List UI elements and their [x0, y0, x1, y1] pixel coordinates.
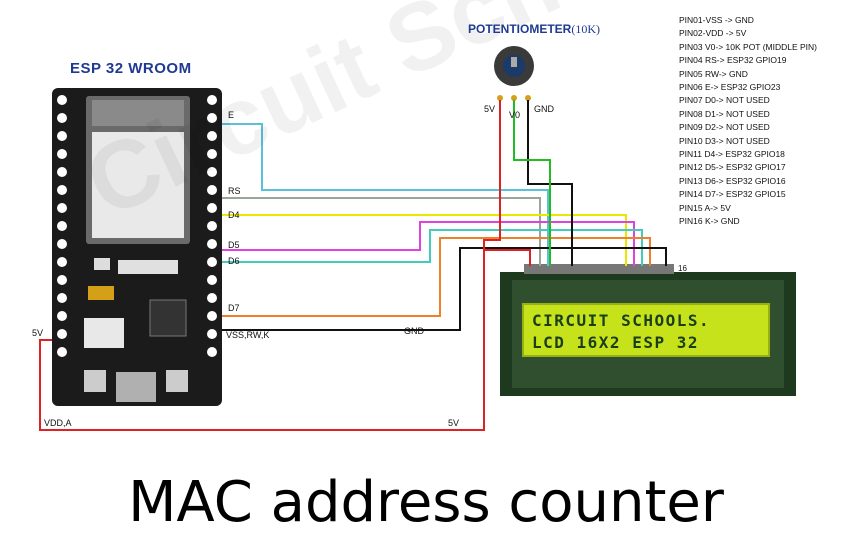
- pin-map-item: PIN13 D6-> ESP32 GPIO16: [679, 175, 786, 186]
- label-vdd-a: VDD,A: [44, 418, 72, 428]
- label-rs: RS: [228, 186, 241, 196]
- pin-map-item: PIN02-VDD -> 5V: [679, 28, 747, 39]
- label-5v-bottom: 5V: [448, 418, 460, 428]
- label-d7: D7: [228, 303, 240, 313]
- pot-gnd-label: GND: [534, 104, 554, 114]
- lcd-pin1-label: 1: [512, 264, 517, 273]
- wire-pot-v0: [513, 100, 551, 266]
- antenna-area: [92, 100, 184, 126]
- lcd-screen: CIRCUIT SCHOOLS. LCD 16X2 ESP 32: [522, 303, 770, 357]
- lcd-line-2: LCD 16X2 ESP 32: [532, 333, 699, 352]
- pin-map-item: PIN08 D1-> NOT USED: [679, 108, 770, 119]
- pin-map-list: PIN01-VSS -> GND PIN02-VDD -> 5V PIN03 V…: [679, 14, 817, 229]
- pin-map-item: PIN09 D2-> NOT USED: [679, 122, 770, 133]
- knob-mark: [511, 57, 517, 67]
- potentiometer-title: POTENTIOMETER(10K): [468, 22, 601, 36]
- pin-map-item: PIN07 D0-> NOT USED: [679, 95, 770, 106]
- label-d6: D6: [228, 256, 240, 266]
- lcd-header: [524, 264, 674, 274]
- label-d5: D5: [228, 240, 240, 250]
- label-e: E: [228, 110, 235, 120]
- lcd-pin16-label: 16: [678, 264, 687, 273]
- usb-port: [116, 372, 156, 402]
- chip: [149, 299, 187, 337]
- wire-rs: [222, 197, 541, 266]
- label-d4: D4: [228, 210, 240, 220]
- caption: MAC address counter: [128, 470, 724, 535]
- pin-map-item: PIN06 E-> ESP32 GPIO23: [679, 82, 781, 93]
- label-vss-rw-k: VSS,RW,K: [226, 330, 270, 340]
- boot-button: [166, 370, 188, 392]
- pot-5v-label: 5V: [484, 104, 496, 114]
- wire-vdd: [484, 249, 531, 266]
- pin-map-item: PIN12 D5-> ESP32 GPIO17: [679, 162, 786, 173]
- pin-map-item: PIN11 D4-> ESP32 GPIO18: [679, 149, 785, 160]
- en-button: [84, 370, 106, 392]
- regulator: [84, 318, 124, 348]
- label-gnd: GND: [404, 326, 424, 336]
- pin-map-item: PIN01-VSS -> GND: [679, 15, 754, 25]
- wire-5v: [39, 100, 501, 431]
- pin-map-item: PIN04 RS-> ESP32 GPIO19: [679, 55, 787, 66]
- wires: [39, 100, 667, 431]
- component: [94, 258, 110, 270]
- pin-map-item: PIN16 K-> GND: [679, 216, 740, 227]
- component: [88, 286, 114, 300]
- module-shield: [92, 132, 184, 238]
- wire-gnd: [222, 247, 667, 331]
- right-pin-header: [207, 95, 217, 357]
- pin-map-item: PIN14 D7-> ESP32 GPIO15: [679, 189, 786, 200]
- lcd-line-1: CIRCUIT SCHOOLS.: [532, 311, 711, 330]
- left-pin-header: [57, 95, 67, 357]
- pin-map-item: PIN05 RW-> GND: [679, 68, 748, 79]
- wire-d6: [222, 229, 643, 266]
- component: [118, 260, 178, 274]
- pot-v0-label: V0: [509, 110, 521, 120]
- wire-d5: [222, 221, 635, 266]
- pin-map-item: PIN10 D3-> NOT USED: [679, 135, 770, 146]
- wiring-diagram: Circuit Schools ESP 32 WROOM POTENTIOMET…: [32, 0, 817, 431]
- label-5v-left: 5V: [32, 328, 44, 338]
- pin-map-item: PIN15 A-> 5V: [679, 202, 731, 213]
- esp-title: ESP 32 WROOM: [70, 60, 192, 77]
- pin-map-item: PIN03 V0-> 10K POT (MIDDLE PIN): [679, 41, 818, 52]
